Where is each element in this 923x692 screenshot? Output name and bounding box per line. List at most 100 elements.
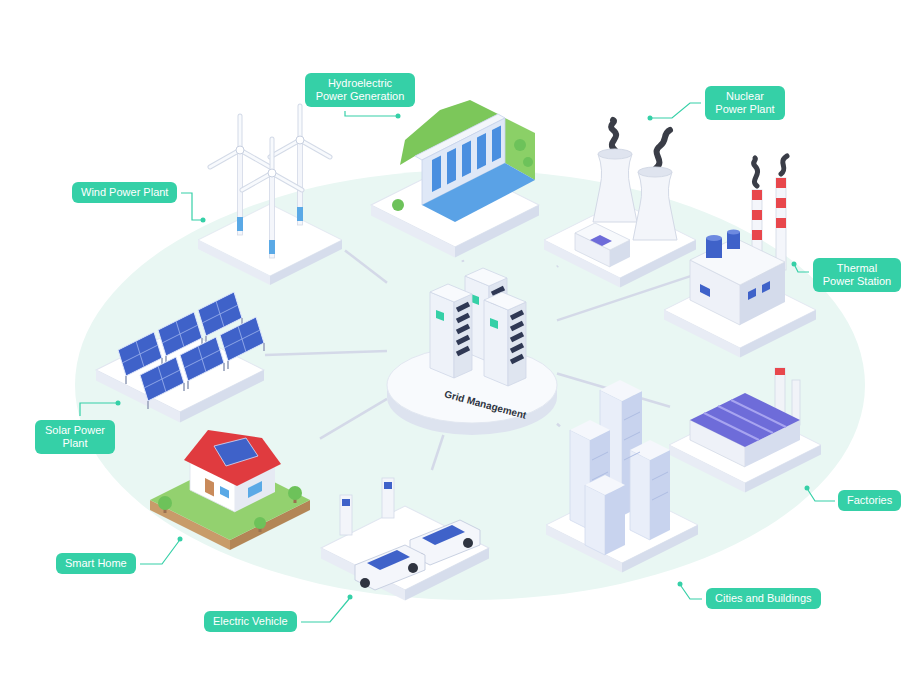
leader-lines xyxy=(345,111,396,116)
thermal-station-art xyxy=(776,198,786,208)
hydroelectric-art xyxy=(392,199,404,211)
thermal-station-node: Thermal Power Station xyxy=(692,150,817,360)
ev-charging-art xyxy=(382,478,394,518)
label-pill: Cities and Buildings xyxy=(706,588,821,609)
factory-node: Factories xyxy=(670,362,825,497)
label-pill: Electric Vehicle xyxy=(204,611,297,632)
hydroelectric-art xyxy=(462,141,471,178)
nuclear-plant-art xyxy=(633,167,677,240)
leader-dots xyxy=(116,114,810,600)
city-buildings-art xyxy=(624,412,640,420)
connector-line xyxy=(345,250,387,282)
leader-dots xyxy=(178,537,183,542)
thermal-station-art xyxy=(781,156,787,174)
smart-home-art xyxy=(288,486,302,500)
thermal-station-art xyxy=(727,230,740,235)
leader-lines xyxy=(681,586,702,599)
thermal-station-art xyxy=(664,156,816,358)
hydroelectric-art xyxy=(422,163,535,222)
leader-dots xyxy=(678,582,683,587)
leader-lines xyxy=(80,103,835,622)
thermal-station-art xyxy=(776,178,786,188)
factory-art xyxy=(669,368,821,493)
solar-plant-art xyxy=(180,337,224,389)
smart-home-art xyxy=(150,430,310,550)
wind-power-plant-art xyxy=(210,116,270,235)
leader-lines xyxy=(181,193,201,220)
leader-lines xyxy=(652,103,701,118)
leader-lines xyxy=(80,403,116,416)
leader-lines xyxy=(795,266,809,272)
city-buildings-art xyxy=(605,485,625,555)
nuclear-plant-art xyxy=(593,149,637,222)
solar-plant-node: Solar Power Plant xyxy=(95,290,265,425)
solar-plant-art xyxy=(96,292,264,423)
label-pill: Nuclear Power Plant xyxy=(705,86,785,120)
factory-art xyxy=(704,413,759,440)
label-pill: Wind Power Plant xyxy=(72,182,177,203)
wind-power-plant-art xyxy=(198,106,342,285)
thermal-station-art xyxy=(752,190,762,200)
label-pill: Factories xyxy=(838,490,901,511)
leader-dots xyxy=(201,218,206,223)
thermal-station-art xyxy=(752,210,762,220)
connector-line xyxy=(432,435,444,470)
factory-art xyxy=(718,406,773,433)
thermal-station-art xyxy=(727,232,740,249)
thermal-station-art xyxy=(776,218,786,228)
label-pill: Thermal Power Station xyxy=(813,258,901,292)
nuclear-plant-art xyxy=(611,120,616,150)
thermal-station-art xyxy=(752,230,762,240)
hydroelectric-art xyxy=(477,133,486,170)
solar-plant-art xyxy=(220,317,264,369)
leader-dots xyxy=(792,262,797,267)
leader-dots xyxy=(348,595,353,600)
nuclear-plant-node: Nuclear Power Plant xyxy=(558,115,690,290)
thermal-station-art xyxy=(706,235,722,241)
factory-art xyxy=(731,400,786,427)
smart-home-art xyxy=(220,486,229,499)
city-buildings-art xyxy=(592,472,608,480)
label-pill: Smart Home xyxy=(56,553,136,574)
thermal-station-art xyxy=(748,288,756,300)
grid-hub-art xyxy=(484,292,526,386)
city-buildings-art xyxy=(592,452,608,460)
city-buildings-art xyxy=(546,380,698,573)
solar-plant-art xyxy=(140,357,184,409)
hydroelectric-art xyxy=(523,157,533,167)
hydroelectric-art xyxy=(514,139,526,151)
ev-charging-art xyxy=(340,495,352,535)
hydro-plant-node: Hydroelectric Power Generation xyxy=(372,100,537,260)
city-buildings-art xyxy=(624,452,640,460)
city-buildings-art xyxy=(652,472,668,480)
ev-charging-art xyxy=(321,478,489,601)
ev-charging-art xyxy=(342,499,350,506)
wind-plant-node: Wind Power Plant xyxy=(195,100,345,285)
thermal-station-art xyxy=(776,178,786,270)
connector-line xyxy=(462,260,465,262)
ev-charging-art xyxy=(384,482,392,489)
smart-home-art xyxy=(184,430,281,486)
wind-power-plant-art xyxy=(242,139,302,258)
factory-art xyxy=(775,368,785,375)
label-pill: Solar Power Plant xyxy=(35,420,115,454)
thermal-station-art xyxy=(700,284,710,297)
connector-line xyxy=(320,399,387,439)
city-buildings-art xyxy=(652,492,668,500)
label-pill: Hydroelectric Power Generation xyxy=(305,73,415,107)
nuclear-plant-art xyxy=(590,235,612,246)
leader-dots xyxy=(805,486,810,491)
smart-home-art xyxy=(205,478,214,497)
leader-dots xyxy=(116,401,121,406)
factory-art xyxy=(690,393,800,447)
city-buildings-art xyxy=(650,450,670,540)
smart-home-node: Smart Home xyxy=(145,428,320,553)
city-buildings-art xyxy=(630,440,670,460)
nuclear-plant-art xyxy=(656,130,670,168)
grid-hub-art xyxy=(387,268,557,435)
city-node: Cities and Buildings xyxy=(560,375,670,575)
smart-home-art xyxy=(158,496,172,510)
ev-charging-art xyxy=(355,545,425,590)
nuclear-plant-art xyxy=(575,223,630,250)
